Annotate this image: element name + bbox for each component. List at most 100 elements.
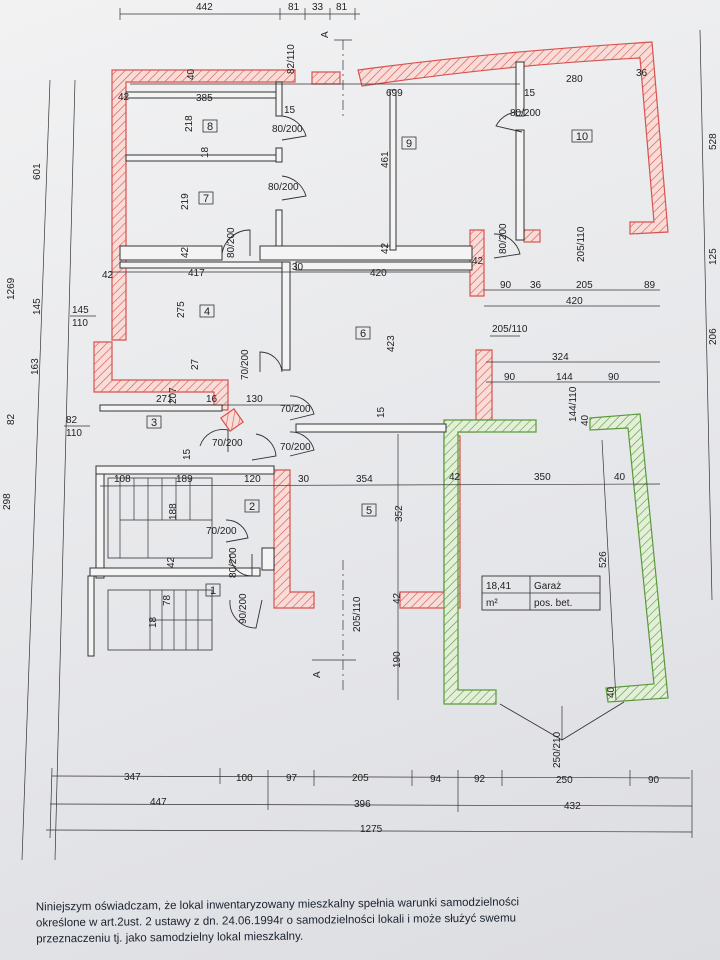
dim-42-f: 42 xyxy=(118,92,130,103)
dim-207: 207 xyxy=(168,387,179,404)
garage-unit: m² xyxy=(486,598,498,609)
staircase xyxy=(107,477,213,651)
dim-526: 526 xyxy=(598,551,609,568)
rdim-89: 89 xyxy=(644,280,656,291)
dim-40-b: 40 xyxy=(606,686,617,698)
dim-15-c: 15 xyxy=(182,448,193,460)
left-dim-145-door: 145 xyxy=(72,305,89,316)
room-6-label: 6 xyxy=(360,328,366,340)
bottom-dimensions: 347 100 97 205 94 92 250 90 447 396 432 … xyxy=(45,767,693,839)
rdim-90-c: 90 xyxy=(608,372,620,383)
dim-219: 219 xyxy=(180,193,191,210)
dim-420: 420 xyxy=(370,268,387,279)
top-dim-1: 442 xyxy=(196,2,213,13)
left-dim-145: 145 xyxy=(32,298,43,315)
dim-218: 218 xyxy=(184,115,195,132)
door-label-10b: 80/200 xyxy=(510,108,541,119)
window-label-garage: 144/110 xyxy=(568,386,579,422)
door-label-8: 80/200 xyxy=(272,124,303,135)
dim-417: 417 xyxy=(188,268,205,279)
section-line: A A xyxy=(312,31,356,690)
dim-275: 275 xyxy=(176,301,187,318)
dim-280: 280 xyxy=(566,74,583,85)
door-label-1b: 90/200 xyxy=(238,593,249,624)
rdim-90-a: 90 xyxy=(500,280,512,291)
right-dim-125: 125 xyxy=(708,248,719,265)
dim-16: 16 xyxy=(206,394,218,405)
window-label-10: 205/110 xyxy=(576,226,587,262)
interior-dimensions: 385 699 280 15 218 18 219 42 417 420 275… xyxy=(99,68,661,701)
right-dim-rows: 90 36 205 89 420 205/110 324 90 144 90 xyxy=(484,280,660,383)
right-dim-206: 206 xyxy=(708,328,719,345)
door-swings xyxy=(199,111,625,741)
dim-120: 120 xyxy=(244,474,261,485)
dim-461: 461 xyxy=(380,151,391,168)
dim-42-e: 42 xyxy=(102,270,114,281)
room-2-label: 2 xyxy=(249,501,255,513)
door-label-2: 70/200 xyxy=(206,526,237,537)
exterior-walls xyxy=(93,41,669,609)
dim-40-c: 40 xyxy=(580,414,591,426)
window-label-top: 82/110 xyxy=(286,44,297,74)
dim-189: 189 xyxy=(176,474,193,485)
left-dim-110-door: 110 xyxy=(72,318,88,329)
bdim-94: 94 xyxy=(430,774,442,785)
dim-78: 78 xyxy=(162,594,173,606)
bdim-1275: 1275 xyxy=(360,824,383,835)
dim-352: 352 xyxy=(394,505,405,522)
dim-30-a: 30 xyxy=(298,474,310,485)
section-mark-top: A xyxy=(320,31,331,38)
dim-30-b: 30 xyxy=(292,262,304,273)
rdim-420: 420 xyxy=(566,296,583,307)
room-1-label: 1 xyxy=(210,585,216,597)
door-label-3: 70/200 xyxy=(212,438,243,449)
right-dimensions: 528 125 206 xyxy=(699,29,719,601)
room-labels: 8 7 9 10 4 6 3 2 5 1 xyxy=(146,119,593,597)
dim-188: 188 xyxy=(168,503,179,520)
bdim-250: 250 xyxy=(556,775,573,786)
dim-15-b: 15 xyxy=(376,406,387,418)
bdim-396: 396 xyxy=(354,799,371,810)
garage-walls xyxy=(443,413,669,705)
rdim-324: 324 xyxy=(552,352,569,363)
dim-108: 108 xyxy=(114,474,131,485)
door-label-6b: 70/200 xyxy=(280,404,311,415)
rdim-36: 36 xyxy=(530,280,542,291)
section-mark-bottom: A xyxy=(312,671,323,678)
dim-190: 190 xyxy=(392,651,403,668)
left-dim-1269: 1269 xyxy=(6,277,17,300)
rdim-144: 144 xyxy=(556,372,573,383)
garage-name: Garaż xyxy=(534,581,561,592)
rdim-door-205-110: 205/110 xyxy=(492,324,528,335)
room-10-label: 10 xyxy=(576,131,588,143)
dim-42-b: 42 xyxy=(166,556,177,568)
left-dimensions: 601 1269 145 163 82 298 145 110 82 110 xyxy=(2,79,96,861)
left-dim-110-door-2: 110 xyxy=(66,428,82,439)
dim-18: 18 xyxy=(200,146,211,158)
garage-floor: pos. bet. xyxy=(534,598,572,609)
right-dim-528: 528 xyxy=(708,133,719,150)
garage-area: 18,41 xyxy=(486,581,511,592)
door-label-1a: 80/200 xyxy=(228,547,239,578)
window-label-5: 205/110 xyxy=(352,596,363,632)
dim-15-d: 15 xyxy=(524,88,536,99)
left-dim-82-door: 82 xyxy=(66,415,78,426)
top-dimension: 442 81 33 81 xyxy=(119,2,360,20)
bdim-90: 90 xyxy=(648,775,660,786)
door-label-10a: 80/200 xyxy=(498,223,509,254)
bdim-92: 92 xyxy=(474,774,486,785)
garage-gate-label: 250/210 xyxy=(552,731,563,768)
room-7-label: 7 xyxy=(203,193,209,205)
dim-699: 699 xyxy=(386,88,403,99)
dim-42-c: 42 xyxy=(449,472,461,483)
door-label-6a: 70/200 xyxy=(240,349,251,380)
dim-15-a: 15 xyxy=(284,105,296,116)
interior-walls xyxy=(87,61,525,657)
room-5-label: 5 xyxy=(366,505,372,517)
rdim-90-b: 90 xyxy=(504,372,516,383)
left-dim-163: 163 xyxy=(30,358,41,375)
bdim-347: 347 xyxy=(124,772,141,783)
dim-385: 385 xyxy=(196,93,213,104)
